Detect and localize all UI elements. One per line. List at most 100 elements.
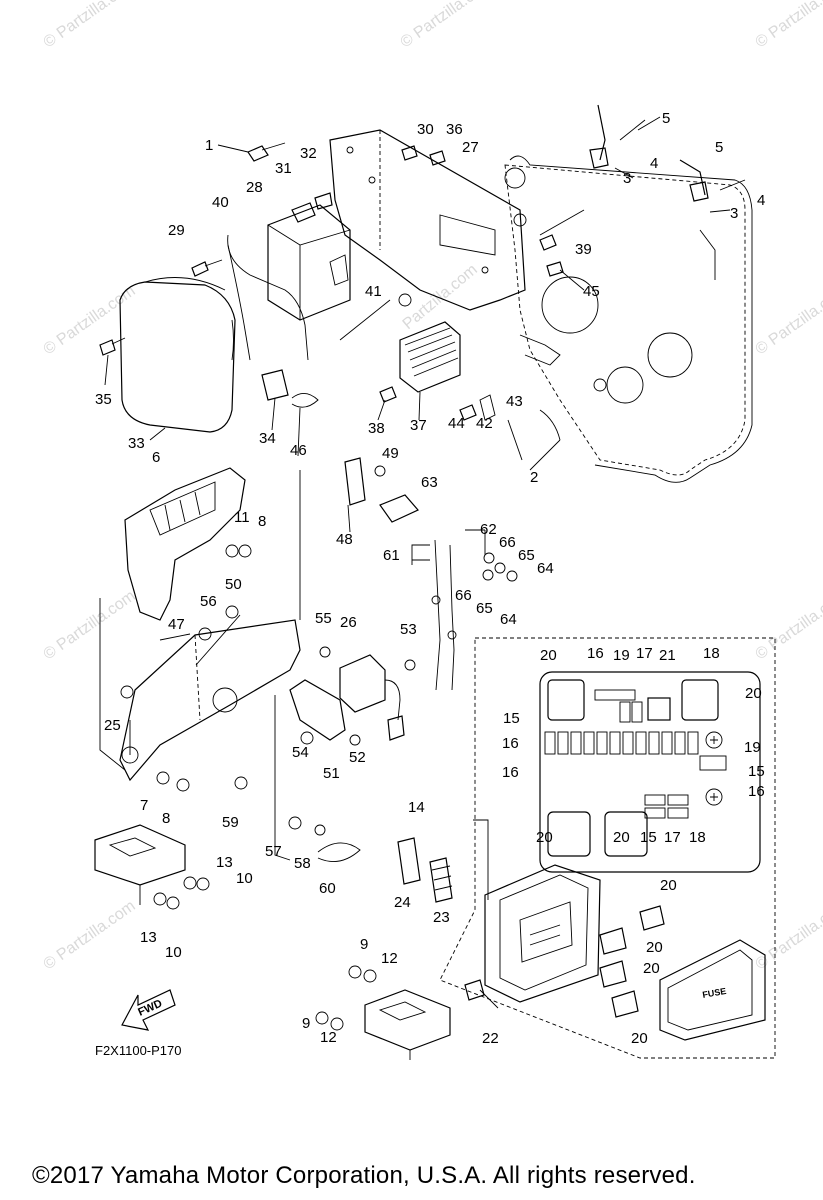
callout-23: 23 <box>433 909 450 926</box>
watermark: © Partzilla.com <box>41 898 139 974</box>
leader-lines <box>99 116 731 900</box>
callout-21: 21 <box>659 647 676 664</box>
grommets <box>317 837 499 1009</box>
callout-54: 54 <box>292 744 309 761</box>
callout-12: 12 <box>320 1029 337 1046</box>
callout-14: 14 <box>408 799 425 816</box>
callout-9: 9 <box>360 936 368 953</box>
rectifier-28 <box>267 204 351 321</box>
callout-8: 8 <box>258 513 266 530</box>
callout-29: 29 <box>168 222 185 239</box>
watermark: © Partzilla.com <box>41 0 139 51</box>
callout-50: 50 <box>225 576 242 593</box>
callout-25: 25 <box>104 717 121 734</box>
callout-39: 39 <box>575 241 592 258</box>
bracket-plate-27 <box>329 129 526 311</box>
callout-22: 22 <box>482 1030 499 1047</box>
callout-labels: 1 2 3 3 4 4 5 5 6 7 8 8 9 9 10 10 11 12 … <box>95 110 765 1047</box>
callout-20: 20 <box>631 1030 648 1047</box>
engine-case <box>504 155 753 483</box>
callout-12: 12 <box>381 950 398 967</box>
fuse-cover: FUSE <box>659 939 766 1041</box>
callout-3: 3 <box>730 205 738 222</box>
callout-18: 18 <box>689 829 706 846</box>
callout-46: 46 <box>290 442 307 459</box>
callout-66: 66 <box>455 587 472 604</box>
callout-3: 3 <box>623 170 631 187</box>
callout-5: 5 <box>715 139 723 156</box>
callout-47: 47 <box>168 616 185 633</box>
diagram-code: F2X1100-P170 <box>95 1043 182 1058</box>
fwd-arrow-icon: FWD <box>121 989 176 1031</box>
bracket-48 <box>344 457 366 506</box>
callout-16: 16 <box>502 764 519 781</box>
callout-58: 58 <box>294 855 311 872</box>
relay-26 <box>339 654 405 741</box>
callout-19: 19 <box>744 739 761 756</box>
watermark: © Partzilla.com <box>41 283 139 359</box>
callout-57: 57 <box>265 843 282 860</box>
callout-64: 64 <box>537 560 554 577</box>
callout-63: 63 <box>421 474 438 491</box>
callout-45: 45 <box>583 283 600 300</box>
bracket-51 <box>289 679 346 741</box>
plate-6 <box>124 467 246 621</box>
callout-10: 10 <box>165 944 182 961</box>
callout-16: 16 <box>587 645 604 662</box>
callout-26: 26 <box>340 614 357 631</box>
callout-2: 2 <box>530 469 538 486</box>
callout-53: 53 <box>400 621 417 638</box>
callout-52: 52 <box>349 749 366 766</box>
fasteners <box>99 104 746 461</box>
lower-bracket-left <box>94 824 186 905</box>
callout-8: 8 <box>162 810 170 827</box>
callout-20: 20 <box>540 647 557 664</box>
callout-56: 56 <box>200 593 217 610</box>
callout-34: 34 <box>259 430 276 447</box>
callout-15: 15 <box>640 829 657 846</box>
callout-5: 5 <box>662 110 670 127</box>
callout-20: 20 <box>536 829 553 846</box>
callout-17: 17 <box>664 829 681 846</box>
callout-24: 24 <box>394 894 411 911</box>
callout-20: 20 <box>660 877 677 894</box>
callout-59: 59 <box>222 814 239 831</box>
watermark-center: Partzilla.com <box>400 261 481 333</box>
wire-40b <box>227 244 251 361</box>
callout-19: 19 <box>613 647 630 664</box>
callout-27: 27 <box>462 139 479 156</box>
watermark: © Partzilla.com <box>753 588 823 664</box>
callout-37: 37 <box>410 417 427 434</box>
watermark: © Partzilla.com <box>753 283 823 359</box>
callout-32: 32 <box>300 145 317 162</box>
callout-36: 36 <box>446 121 463 138</box>
callout-65: 65 <box>518 547 535 564</box>
lower-bracket-right <box>364 989 451 1060</box>
callout-65: 65 <box>476 600 493 617</box>
callout-31: 31 <box>275 160 292 177</box>
callout-28: 28 <box>246 179 263 196</box>
callout-16: 16 <box>748 783 765 800</box>
fusebox-top-view <box>539 671 761 873</box>
regulator-37 <box>399 321 461 393</box>
callout-16: 16 <box>502 735 519 752</box>
callout-41: 41 <box>365 283 382 300</box>
fuse-label: FUSE <box>702 986 727 1000</box>
callout-48: 48 <box>336 531 353 548</box>
callout-1: 1 <box>205 137 213 154</box>
callout-4: 4 <box>650 155 658 172</box>
callout-13: 13 <box>216 854 233 871</box>
callout-20: 20 <box>646 939 663 956</box>
callout-40: 40 <box>212 194 229 211</box>
callout-7: 7 <box>140 797 148 814</box>
callout-9: 9 <box>302 1015 310 1032</box>
fwd-label: FWD <box>136 998 164 1019</box>
callout-35: 35 <box>95 391 112 408</box>
callout-49: 49 <box>382 445 399 462</box>
washers-nuts <box>120 465 518 1031</box>
callout-17: 17 <box>636 645 653 662</box>
callout-55: 55 <box>315 610 332 627</box>
relays-20 <box>599 905 665 1018</box>
callout-20: 20 <box>643 960 660 977</box>
